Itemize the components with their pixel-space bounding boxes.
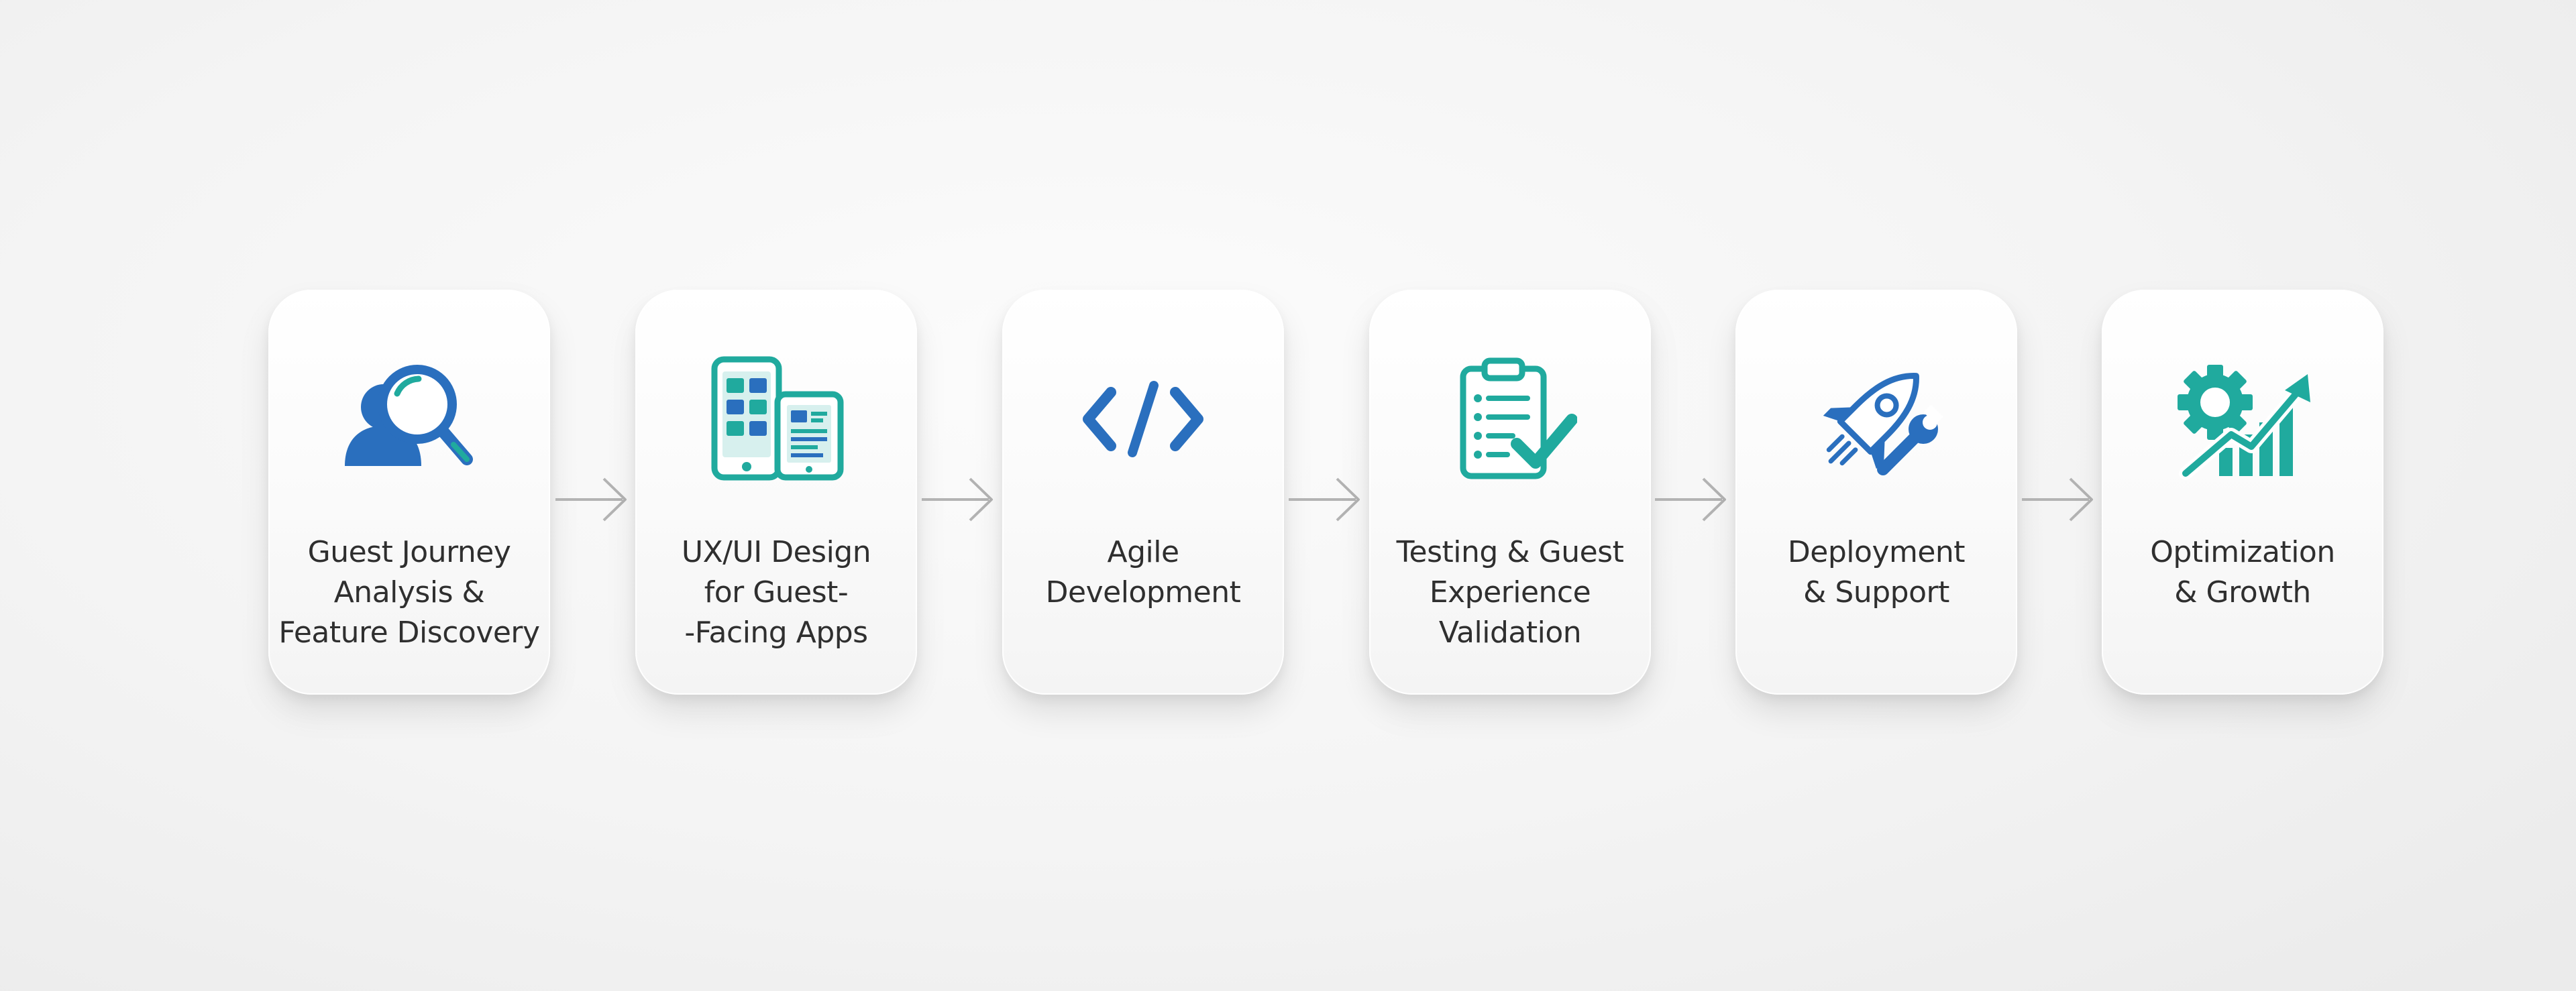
connector-arrow bbox=[2022, 477, 2093, 522]
connector-arrow bbox=[555, 477, 627, 522]
step-label: Optimization & Growth bbox=[2150, 535, 2335, 609]
step-card-testing-validation: Testing & Guest Experience Validation bbox=[1369, 290, 1651, 695]
connector-arrow bbox=[1289, 477, 1360, 522]
step-label: Agile Development bbox=[1045, 535, 1241, 609]
connector-arrow bbox=[1655, 477, 1726, 522]
mobile-devices-icon bbox=[635, 349, 917, 489]
step-card-guest-journey: Guest Journey Analysis & Feature Discove… bbox=[268, 290, 550, 695]
step-label: Testing & Guest Experience Validation bbox=[1396, 535, 1624, 650]
step-label: Deployment & Support bbox=[1787, 535, 1966, 609]
step-card-optimization-growth: Optimization & Growth bbox=[2102, 290, 2383, 695]
step-label: Guest Journey Analysis & Feature Discove… bbox=[278, 535, 540, 650]
clipboard-check-icon bbox=[1369, 349, 1651, 489]
step-label: UX/UI Design for Guest- -Facing Apps bbox=[681, 535, 871, 650]
user-search-icon bbox=[268, 349, 550, 489]
step-card-agile-development: Agile Development bbox=[1002, 290, 1284, 695]
connector-arrow bbox=[922, 477, 993, 522]
gear-growth-chart-icon bbox=[2102, 349, 2383, 489]
rocket-wrench-icon bbox=[1735, 349, 2017, 489]
step-card-deployment-support: Deployment & Support bbox=[1735, 290, 2017, 695]
step-card-ux-ui-design: UX/UI Design for Guest- -Facing Apps bbox=[635, 290, 917, 695]
code-brackets-icon bbox=[1002, 349, 1284, 489]
